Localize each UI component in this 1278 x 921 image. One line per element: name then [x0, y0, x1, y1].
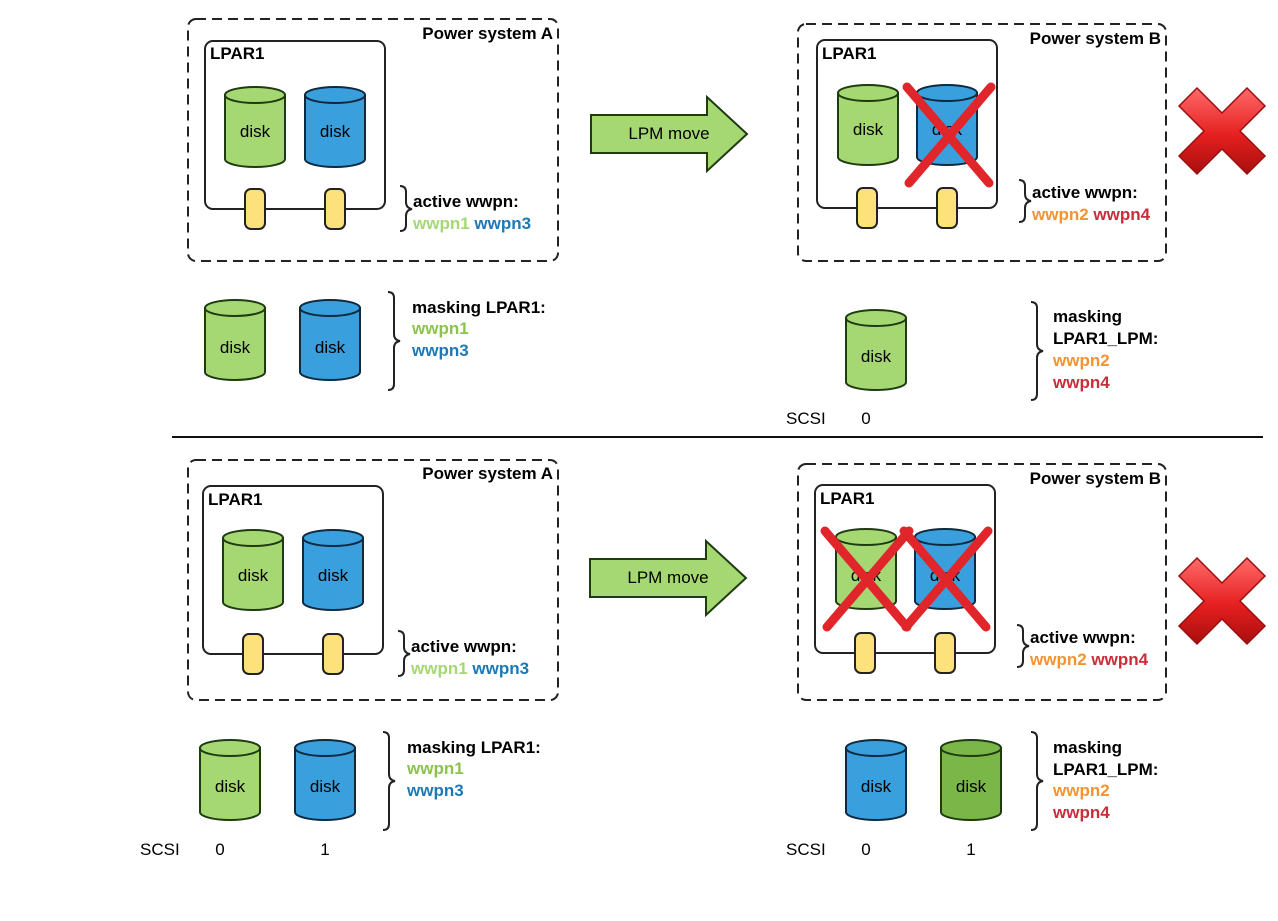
system-label: Power system A — [422, 464, 553, 483]
disk-label: disk — [320, 122, 351, 141]
lpm-arrow: LPM move — [590, 96, 748, 172]
source-masking: disk disk masking LPAR1: wwpn1 wwpn3 — [204, 291, 546, 391]
adapter-icon — [322, 633, 344, 675]
scsi-label: SCSI — [786, 840, 826, 859]
disk-label: disk — [853, 120, 884, 139]
adapter-icon — [934, 632, 956, 674]
source-power-system: Power system A LPAR1 disk disk active ww… — [187, 459, 559, 701]
source-masking: disk disk masking LPAR1: wwpn1 wwpn3 SCS… — [140, 731, 541, 859]
scsi-label: SCSI — [786, 409, 826, 428]
arrow-label: LPM move — [627, 568, 708, 587]
disk-label: disk — [220, 338, 251, 357]
target-power-system: Power system B LPAR1 disk disk active ww… — [797, 23, 1167, 262]
lpar-box — [204, 40, 386, 210]
adapter-icon — [242, 633, 264, 675]
disk-label: disk — [861, 777, 892, 796]
wwpn-list: wwpn1 wwpn3 — [412, 214, 531, 233]
disk-label: disk — [215, 777, 246, 796]
masking-title: masking LPAR1: — [407, 738, 541, 757]
wwpn-list: wwpn1 wwpn3 — [410, 659, 529, 678]
active-wwpn-label: active wwpn: — [413, 192, 519, 211]
lpar-label: LPAR1 — [822, 44, 876, 63]
target-masking: disk masking LPAR1_LPM: wwpn2 wwpn4 SCSI… — [786, 301, 1158, 428]
scsi-label: SCSI — [140, 840, 180, 859]
system-label: Power system B — [1030, 469, 1161, 488]
masking-title: masking — [1053, 307, 1122, 326]
scsi-id: 1 — [966, 840, 975, 859]
wwpn-1: wwpn1 — [412, 214, 470, 233]
scenario-2: Power system A LPAR1 disk disk active ww… — [140, 459, 1266, 859]
disk-label: disk — [861, 347, 892, 366]
wwpn-4: wwpn4 — [1090, 650, 1148, 669]
brace — [1030, 731, 1044, 831]
active-wwpn-label: active wwpn: — [411, 637, 517, 656]
adapter-icon — [324, 188, 346, 230]
disk-label: disk — [240, 122, 271, 141]
lpar-box — [814, 484, 996, 654]
lpm-arrow: LPM move — [589, 540, 747, 616]
disk-label: disk — [315, 338, 346, 357]
wwpn-3: wwpn3 — [411, 341, 469, 360]
wwpn-3: wwpn3 — [471, 659, 529, 678]
wwpn-list: wwpn2 wwpn4 — [1031, 205, 1151, 224]
scsi-id: 0 — [861, 840, 870, 859]
brace — [382, 731, 396, 831]
brace — [397, 630, 411, 677]
scenario-1: Power system A LPAR1 disk disk active ww… — [187, 18, 1266, 428]
wwpn-3: wwpn3 — [473, 214, 531, 233]
arrow-label: LPM move — [628, 124, 709, 143]
adapter-icon — [936, 187, 958, 229]
failure-x-icon — [1178, 87, 1266, 175]
masking-title: LPAR1_LPM: — [1053, 329, 1158, 348]
lpar-label: LPAR1 — [820, 489, 874, 508]
target-masking: disk disk masking LPAR1_LPM: wwpn2 wwpn4… — [786, 731, 1158, 859]
brace — [399, 185, 413, 232]
adapter-icon — [854, 632, 876, 674]
wwpn-3: wwpn3 — [406, 781, 464, 800]
wwpn-1: wwpn1 — [411, 319, 469, 338]
wwpn-4: wwpn4 — [1052, 373, 1110, 392]
disk-label: disk — [310, 777, 341, 796]
active-wwpn-label: active wwpn: — [1032, 183, 1138, 202]
adapter-icon — [856, 187, 878, 229]
lpar-box — [202, 485, 384, 655]
brace — [387, 291, 401, 391]
adapter-icon — [244, 188, 266, 230]
masking-title: masking LPAR1: — [412, 298, 546, 317]
wwpn-4: wwpn4 — [1052, 803, 1110, 822]
wwpn-2: wwpn2 — [1029, 650, 1087, 669]
brace — [1030, 301, 1044, 401]
masking-title: LPAR1_LPM: — [1053, 760, 1158, 779]
source-power-system: Power system A LPAR1 disk disk active ww… — [187, 18, 559, 262]
target-power-system: Power system B LPAR1 disk disk active ww… — [797, 463, 1167, 701]
active-wwpn-label: active wwpn: — [1030, 628, 1136, 647]
disk-label: disk — [318, 566, 349, 585]
lpar-box — [816, 39, 998, 209]
wwpn-list: wwpn2 wwpn4 — [1029, 650, 1149, 669]
scsi-id: 1 — [320, 840, 329, 859]
masking-title: masking — [1053, 738, 1122, 757]
lpar-label: LPAR1 — [208, 490, 262, 509]
failure-x-icon — [1178, 557, 1266, 645]
lpar-label: LPAR1 — [210, 44, 264, 63]
wwpn-2: wwpn2 — [1052, 781, 1110, 800]
wwpn-1: wwpn1 — [410, 659, 468, 678]
wwpn-2: wwpn2 — [1031, 205, 1089, 224]
wwpn-4: wwpn4 — [1092, 205, 1150, 224]
system-label: Power system A — [422, 24, 553, 43]
disk-label: disk — [238, 566, 269, 585]
scsi-id: 0 — [215, 840, 224, 859]
disk-label: disk — [956, 777, 987, 796]
brace — [1018, 179, 1032, 223]
wwpn-1: wwpn1 — [406, 759, 464, 778]
system-label: Power system B — [1030, 29, 1161, 48]
scsi-id: 0 — [861, 409, 870, 428]
brace — [1016, 624, 1030, 668]
wwpn-2: wwpn2 — [1052, 351, 1110, 370]
